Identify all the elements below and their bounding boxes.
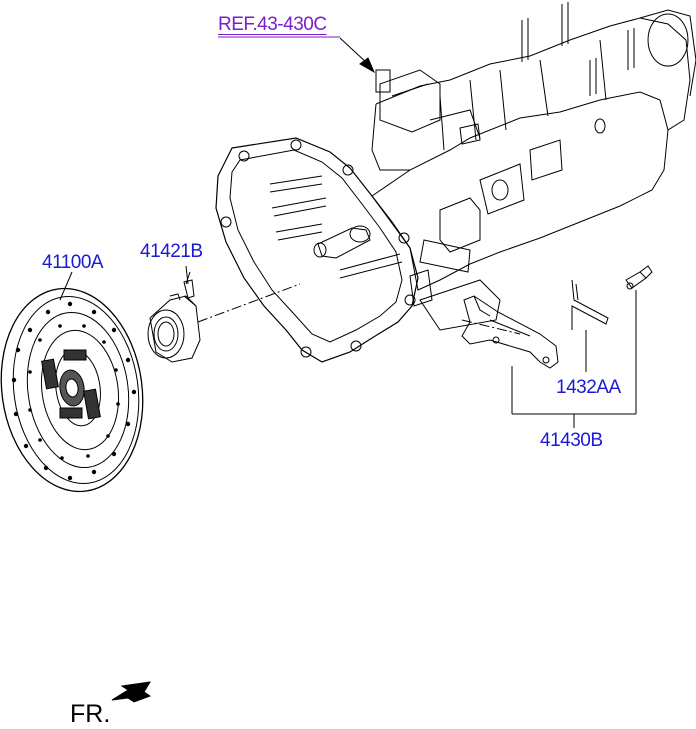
- ref-leader: [218, 36, 376, 74]
- transmission-assembly: [215, 2, 696, 363]
- direction-label: FR.: [70, 700, 111, 728]
- pivot-bolt: [625, 265, 653, 290]
- ref-link[interactable]: REF.43-430C: [218, 14, 327, 35]
- release-bearing: [147, 271, 201, 363]
- clutch-disc: [0, 287, 144, 493]
- part-label-release-fork-group[interactable]: 41430B: [540, 430, 603, 451]
- arrow-icon: [111, 681, 152, 703]
- leader-lines: [59, 265, 637, 428]
- part-label-spring-clip[interactable]: 1432AA: [556, 377, 621, 398]
- release-fork: [461, 295, 559, 369]
- part-label-clutch-disc[interactable]: 41100A: [42, 252, 104, 273]
- spring-clip: [571, 279, 609, 330]
- part-label-release-bearing[interactable]: 41421B: [140, 241, 203, 262]
